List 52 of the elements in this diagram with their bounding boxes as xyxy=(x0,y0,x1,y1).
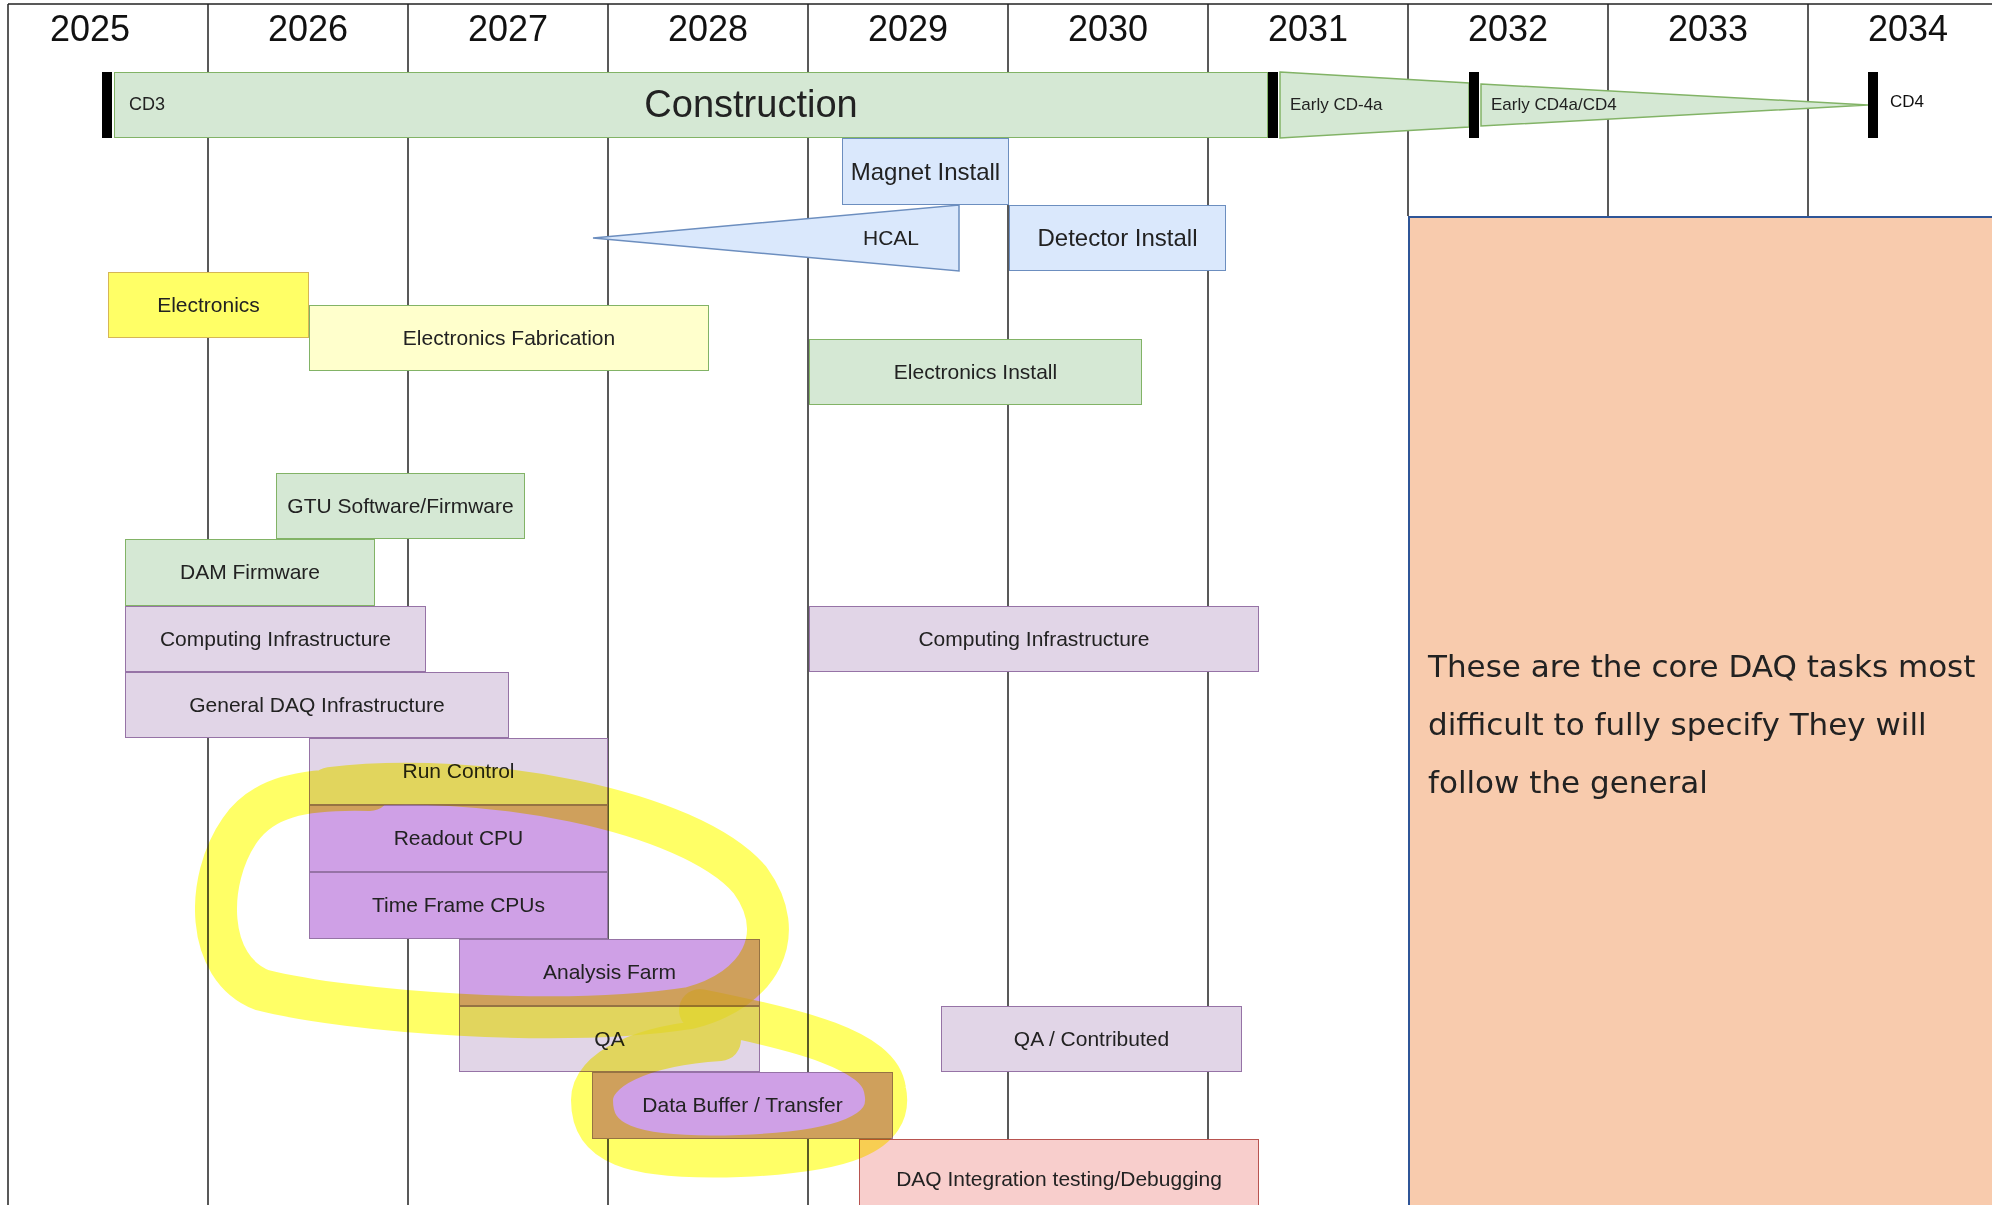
task-label: Run Control xyxy=(402,758,515,785)
task-bar xyxy=(809,339,1142,405)
task-label: Electronics Fabrication xyxy=(402,324,616,351)
task-label: Electronics xyxy=(157,291,260,318)
year-label: 2032 xyxy=(1467,8,1549,50)
milestone-label: CD3 xyxy=(129,93,165,116)
task-bar xyxy=(842,138,1009,205)
task-label: Data Buffer / Transfer xyxy=(642,1092,843,1119)
note-box xyxy=(1408,216,1992,1205)
construction-bar xyxy=(114,72,1268,138)
task-label: General DAQ Infrastructure xyxy=(189,691,445,718)
task-label: Construction xyxy=(644,82,858,128)
note-text: These are the core DAQ tasks most difficult to fully specify They will follow the general xyxy=(1428,647,1977,802)
task-label: Time Frame CPUs xyxy=(371,892,546,919)
task-label: HCAL xyxy=(862,224,919,251)
task-bar xyxy=(309,305,709,371)
task-bar xyxy=(108,272,309,338)
phase-wedge xyxy=(1280,72,1469,138)
task-label: Electronics Install xyxy=(893,358,1058,385)
task-bar xyxy=(309,872,608,939)
year-label: 2027 xyxy=(467,8,549,50)
task-label: DAM Firmware xyxy=(180,559,320,586)
task-bar xyxy=(125,672,509,738)
year-label: 2030 xyxy=(1067,8,1149,50)
task-bar xyxy=(941,1006,1242,1072)
task-wedge xyxy=(593,205,959,271)
task-label: Computing Infrastructure xyxy=(918,625,1150,652)
year-label: 2026 xyxy=(267,8,349,50)
task-label: QA / Contributed xyxy=(1013,1025,1170,1052)
task-bar xyxy=(276,473,525,539)
year-label: 2033 xyxy=(1667,8,1749,50)
task-bar xyxy=(859,1139,1259,1205)
milestone-label: CD4 xyxy=(1890,92,1924,112)
task-label: Detector Install xyxy=(1037,223,1198,253)
task-label: Computing Infrastructure xyxy=(159,625,392,652)
milestone-label: Early CD4a/CD4 xyxy=(1491,94,1617,116)
task-label: DAQ Integration testing/Debugging xyxy=(896,1165,1222,1192)
year-label: 2028 xyxy=(667,8,749,50)
task-label: Analysis Farm xyxy=(543,959,676,986)
year-label: 2025 xyxy=(49,8,131,50)
task-bar xyxy=(1009,205,1226,271)
task-label: Magnet Install xyxy=(850,156,1001,187)
year-label: 2034 xyxy=(1867,8,1949,50)
task-bar xyxy=(809,606,1259,672)
task-bar xyxy=(125,539,375,606)
milestone-label: Early CD-4a xyxy=(1290,94,1383,116)
year-label: 2029 xyxy=(867,8,949,50)
year-label: 2031 xyxy=(1267,8,1349,50)
phase-wedge xyxy=(1481,84,1868,126)
task-label: GTU Software/Firmware xyxy=(287,492,514,519)
task-bar xyxy=(125,606,426,672)
task-label: Readout CPU xyxy=(393,825,524,852)
